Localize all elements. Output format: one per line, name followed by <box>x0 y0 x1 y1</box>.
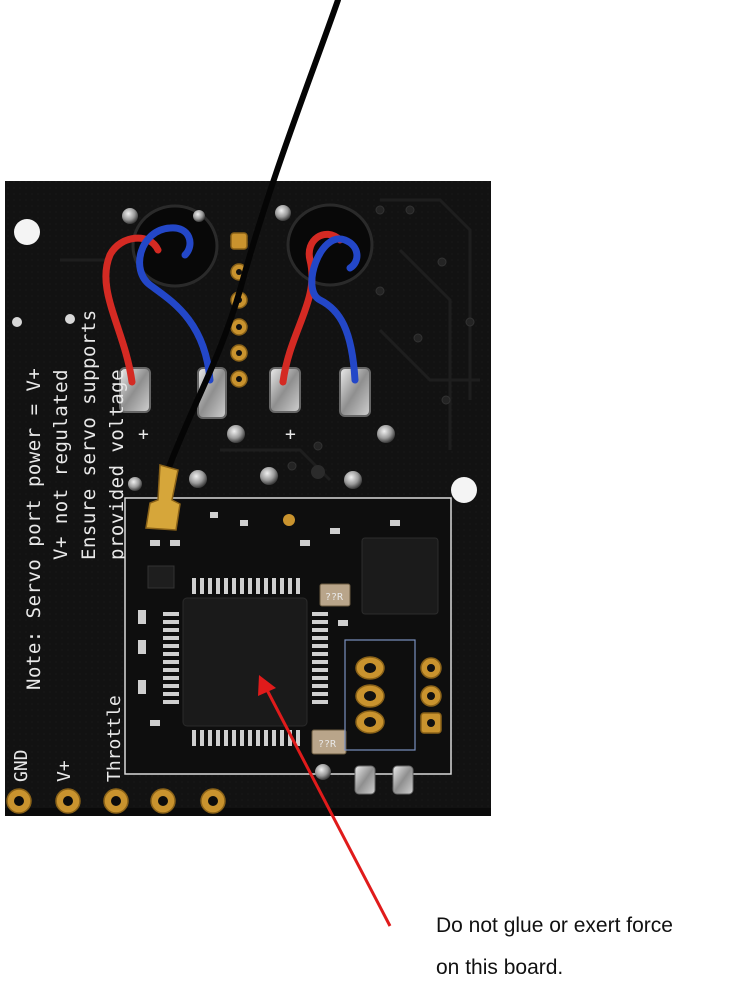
pin-label-throttle: Throttle <box>104 695 125 782</box>
inductor-top-marking: ??R <box>325 592 344 603</box>
plus-mark-left: + <box>138 424 149 445</box>
main-ic <box>182 597 308 727</box>
ic-pins <box>163 578 328 746</box>
antenna-connector <box>145 464 181 531</box>
plus-mark-right: + <box>285 424 296 445</box>
programming-pad-holes <box>364 663 435 727</box>
rf-chip <box>361 537 439 615</box>
caption-line-1: Do not glue or exert force <box>436 914 673 937</box>
small-ic <box>147 565 175 589</box>
note-line-2: V+ not regulated <box>50 369 72 560</box>
pin-label-gnd: GND <box>11 749 32 782</box>
servo-connector-left <box>122 204 219 288</box>
pad-outline <box>344 639 416 751</box>
bottom-pin-pads <box>6 788 226 814</box>
mounting-holes <box>12 219 477 503</box>
silkscreen-note: Note: Servo port power = V+ V+ not regul… <box>23 309 128 690</box>
inductor-top: ??R <box>319 583 351 607</box>
pin-label-vplus: V+ <box>54 760 75 782</box>
test-pad <box>283 514 295 526</box>
inductor-bottom-marking: ??R <box>318 739 337 750</box>
pcb-bottom-edge <box>5 808 491 816</box>
servo-wires <box>102 224 361 386</box>
inductor-bottom: ??R <box>311 729 347 755</box>
note-line-4: provided voltage <box>106 369 128 560</box>
pcb-vias <box>287 205 475 471</box>
edge-solder-joints <box>315 764 414 795</box>
screw-heads <box>128 425 395 491</box>
antenna-wire <box>165 0 341 473</box>
note-line-3: Ensure servo supports <box>78 309 100 560</box>
caption-line-2: on this board. <box>436 956 564 979</box>
warning-arrow <box>258 675 392 927</box>
note-line-1: Note: Servo port power = V+ <box>23 368 45 690</box>
warning-caption: Do not glue or exert force on this board… <box>436 905 736 989</box>
smd-components <box>138 512 400 726</box>
